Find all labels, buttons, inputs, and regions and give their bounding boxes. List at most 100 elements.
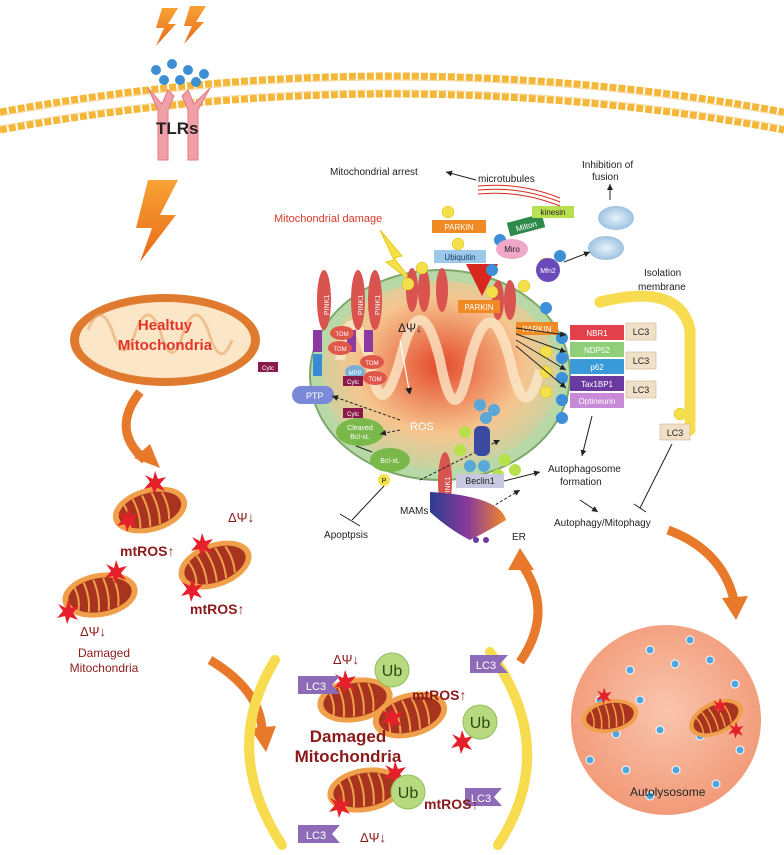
delta-psi-4: ΔΨ↓ — [360, 830, 386, 845]
ligand-dots — [151, 59, 209, 87]
tom-label-2: TOM — [333, 347, 346, 353]
p62-label: p62 — [590, 363, 604, 372]
lc3-tag — [298, 655, 508, 843]
mtros-label-1: mtROS↑ — [120, 543, 174, 559]
curved-arrow-4-head — [722, 596, 748, 620]
bcl-inhibit — [355, 445, 373, 453]
curved-arrow-4 — [666, 525, 739, 602]
ros-label: ROS — [410, 421, 434, 433]
lysosome-dots — [585, 635, 745, 801]
damaged-mito-label-b1: Damaged — [310, 727, 387, 746]
damaged-mito-label-2: Mitochondria — [70, 661, 139, 675]
tom-label-4: TOM — [368, 377, 381, 383]
optineurin-label: Optineurin — [579, 397, 616, 406]
fusion-mito-1 — [598, 206, 634, 230]
ion-channel — [474, 426, 490, 456]
mito-damage-label: Mitochondrial damage — [274, 213, 382, 225]
lc3-label-b4: LC3 — [471, 793, 491, 805]
cleaved-label-1: Cleaved — [347, 425, 373, 432]
cleaved-bclxl — [336, 418, 384, 446]
cytc-label-2: Cytc — [347, 380, 359, 386]
pathway-arrows — [499, 327, 673, 513]
curved-arrow-2-head — [250, 726, 276, 752]
p-circle — [378, 474, 390, 486]
delta-psi-1: ΔΨ↓ — [228, 509, 255, 525]
parkin-label-3: PARKIN — [522, 325, 551, 334]
kinesin-label: kinesin — [541, 208, 566, 217]
mfn2-label: Mfn2 — [540, 268, 556, 275]
lc3-label-free: LC3 — [667, 428, 684, 438]
lc3-label-b2: LC3 — [476, 660, 496, 672]
ubiquitin-label: Ubiquitin — [444, 253, 475, 262]
lc3-label-b3: LC3 — [306, 830, 326, 842]
autophagosome-label-1: Autophagosome — [548, 464, 621, 475]
isolation-label-2: membrane — [638, 282, 686, 293]
curved-arrow-3-head — [508, 548, 534, 570]
cytc-label-1: Cytc — [262, 366, 274, 372]
delta-psi-3: ΔΨ↓ — [333, 652, 359, 667]
ub-label-3: Ub — [398, 785, 419, 802]
mtros-label-2: mtROS↑ — [190, 601, 244, 617]
lc3-free-tag — [659, 423, 691, 441]
tlr-receptor — [147, 87, 211, 161]
autolysosome-label: Autolysosome — [630, 785, 706, 799]
healthy-mito-label-1: Healtuy — [138, 317, 193, 334]
er-label: ER — [512, 532, 526, 543]
ptp-channel — [292, 386, 334, 404]
pink1-label-1: PINK1 — [324, 295, 331, 315]
bclxl — [370, 448, 410, 472]
ub-label-2: Ub — [470, 715, 491, 732]
signal-bolt-icon — [136, 180, 178, 262]
microtubules — [477, 184, 561, 207]
cleaved-label-2: Bcl-xL — [350, 434, 370, 441]
mams-label: MAMs — [400, 506, 428, 517]
ptp-label: PTP — [306, 391, 324, 401]
autolysosome — [571, 625, 761, 815]
damaged-mito-label-b2: Mitochondria — [295, 747, 402, 766]
lc3-receptor-tags — [625, 322, 657, 399]
microtubules-label: microtubules — [478, 174, 535, 185]
beclin1-box — [456, 474, 504, 488]
autophagosome-label-2: formation — [560, 477, 602, 488]
ndp52-label: NDP52 — [584, 346, 610, 355]
parkin-box — [432, 220, 558, 335]
lc3-label-b1: LC3 — [306, 681, 326, 693]
inhibition-label-1: Inhibition of — [582, 160, 633, 171]
beclin1-label: Beclin1 — [465, 476, 495, 486]
er-structure — [430, 492, 506, 543]
p-circles — [401, 205, 687, 421]
arrest-arrow — [445, 170, 477, 181]
mfn2-protein — [536, 258, 560, 282]
curved-arrow-3 — [516, 559, 543, 665]
healthy-mito-label-2: Mitochondria — [118, 337, 213, 354]
ub-label-1: Ub — [382, 663, 403, 680]
ubiquitin-box — [434, 250, 486, 263]
isolation-label-1: Isolation — [644, 268, 681, 279]
tom-complex — [328, 326, 387, 385]
kinesin-box — [532, 206, 574, 218]
ros-arrow — [399, 339, 413, 396]
miro-protein — [496, 239, 528, 259]
pink1-label-4: PINK1 — [445, 477, 452, 497]
tax1bp1-label: Tax1BP1 — [581, 380, 614, 389]
milton-box — [506, 213, 546, 237]
curved-arrow-head — [134, 444, 160, 468]
cytc-box — [258, 362, 363, 418]
damaged-mito-label-1: Damaged — [78, 646, 130, 660]
inhibit-line — [339, 485, 385, 527]
bclxl-label: Bcl-xL — [380, 458, 400, 465]
tim-complex — [313, 330, 373, 376]
inhibition-label-2: fusion — [592, 172, 619, 183]
tom-label-3: TOM — [365, 361, 378, 367]
fusion-arrow — [563, 251, 591, 263]
cytc-label-3: Cytc — [347, 412, 359, 418]
miro-label: Miro — [504, 245, 520, 254]
isolation-membrane — [594, 290, 696, 436]
lc3-label-r2: LC3 — [633, 356, 650, 366]
parkin-label-2: PARKIN — [464, 303, 493, 312]
delta-psi-2: ΔΨ↓ — [80, 624, 106, 639]
tom-label-1: TOM — [335, 332, 348, 338]
bottom-autophagosome — [244, 647, 533, 850]
healthy-mitochondrion — [70, 294, 260, 386]
